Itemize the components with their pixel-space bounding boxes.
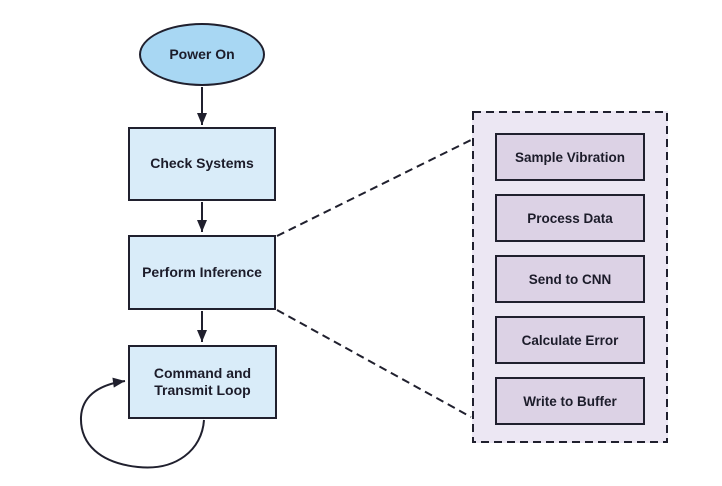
node-check-systems-label: Check Systems: [150, 155, 254, 172]
node-power-on-label: Power On: [169, 45, 235, 62]
dashed-connector-top: [276, 139, 472, 237]
node-perform-inference-label: Perform Inference: [142, 263, 262, 280]
detail-panel: Sample Vibration Process Data Send to CN…: [472, 111, 668, 443]
detail-item-label: Process Data: [527, 210, 613, 226]
detail-item-label: Sample Vibration: [514, 149, 626, 165]
detail-item-calculate-error: Calculate Error: [495, 316, 645, 364]
detail-item-process-data: Process Data: [495, 194, 645, 242]
detail-item-label: Send to CNN: [528, 271, 612, 287]
node-command-transmit-loop: Command and Transmit Loop: [128, 345, 277, 419]
detail-item-sample-vibration: Sample Vibration: [495, 133, 645, 181]
detail-item-label: Calculate Error: [521, 332, 619, 348]
node-perform-inference: Perform Inference: [128, 235, 276, 310]
dashed-connector-bottom: [276, 309, 472, 418]
detail-item-label: Write to Buffer: [523, 393, 617, 409]
detail-item-send-to-cnn: Send to CNN: [495, 255, 645, 303]
node-command-transmit-loop-label: Command and Transmit Loop: [153, 364, 252, 399]
node-check-systems: Check Systems: [128, 127, 276, 201]
node-power-on: Power On: [139, 23, 265, 86]
detail-item-write-to-buffer: Write to Buffer: [495, 377, 645, 425]
